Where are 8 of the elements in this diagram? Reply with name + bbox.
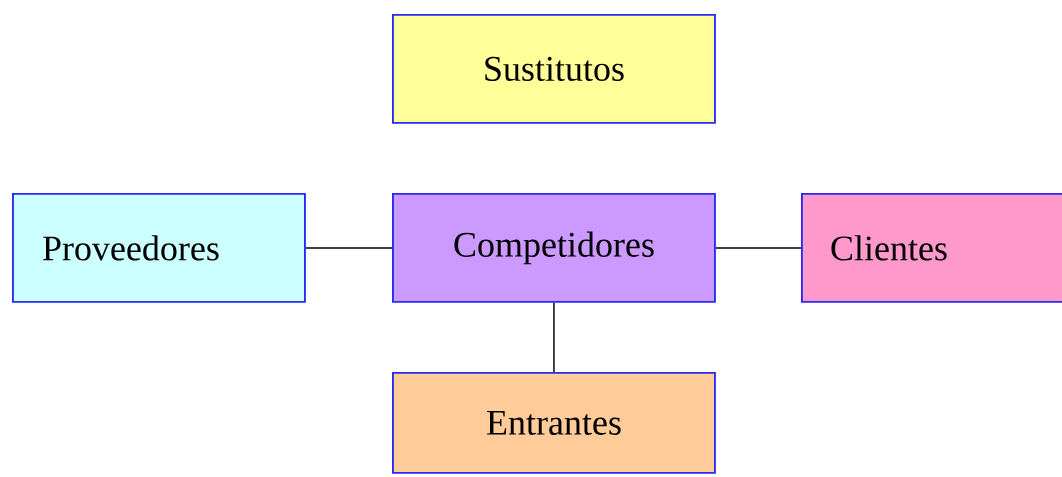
connector-line [553,302,555,373]
connector-line [715,247,802,249]
box: Competidores [392,193,716,303]
connector-line [305,247,393,249]
box: Clientes [801,193,1062,303]
box: Proveedores [12,193,306,303]
box: Sustitutos [392,14,716,124]
box: Entrantes [392,372,716,474]
